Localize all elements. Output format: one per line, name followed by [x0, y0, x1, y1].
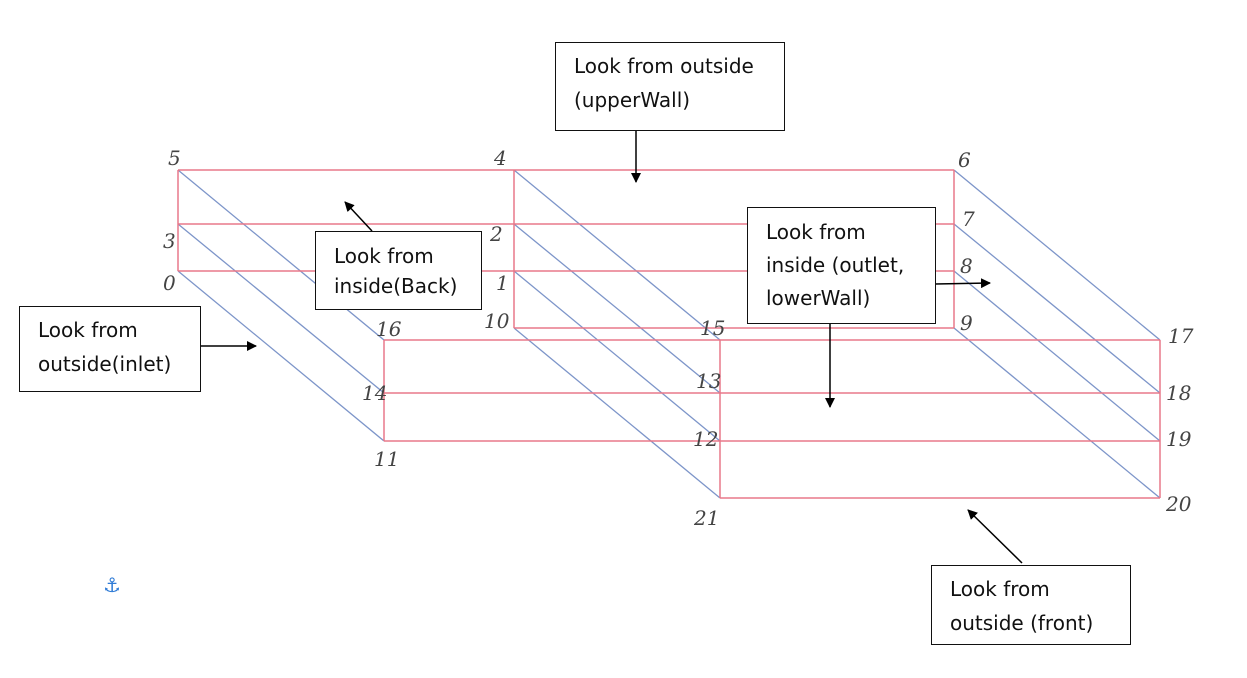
vertex-label-4: 4	[493, 146, 507, 170]
vertex-label-19: 19	[1166, 427, 1192, 451]
vertex-label-5: 5	[168, 146, 181, 170]
vertex-label-6: 6	[958, 148, 971, 172]
outlet-arrow	[934, 278, 991, 289]
vertex-label-15: 15	[700, 316, 725, 340]
anchor-icon[interactable]: ⚓	[103, 573, 121, 597]
callout-back: Look from inside(Back)	[315, 231, 482, 310]
vertex-label-13: 13	[696, 369, 721, 393]
callout-inlet: Look from outside(inlet)	[19, 306, 201, 392]
vertex-label-21: 21	[693, 506, 719, 530]
vertex-label-3: 3	[163, 229, 176, 253]
vertex-label-2: 2	[489, 222, 503, 246]
vertex-label-16: 16	[376, 317, 402, 341]
front-arrow	[967, 509, 1023, 564]
vertex-label-18: 18	[1166, 381, 1191, 405]
vertex-label-7: 7	[962, 207, 975, 231]
vertex-label-9: 9	[960, 311, 973, 335]
vertex-label-1: 1	[496, 271, 509, 295]
vertex-label-11: 11	[374, 447, 399, 471]
callout-arrows	[200, 130, 1023, 564]
callout-front: Look from outside (front)	[931, 565, 1131, 645]
vertex-label-12: 12	[693, 427, 718, 451]
vertex-label-17: 17	[1168, 324, 1194, 348]
vertex-label-8: 8	[960, 254, 973, 278]
vertex-label-20: 20	[1165, 492, 1192, 516]
callout-upper-wall: Look from outside (upperWall)	[555, 42, 785, 131]
depth-edges	[177, 169, 1161, 499]
back-arrow	[344, 201, 373, 232]
callout-outlet-lower-wall: Look from inside (outlet, lowerWall)	[747, 207, 936, 324]
vertex-label-14: 14	[362, 381, 387, 405]
vertex-label-10: 10	[484, 309, 510, 333]
vertex-label-0: 0	[163, 271, 176, 295]
vertex-labels: 0 1 2 3 4 5 6 7 8 9 10 11 12 13 14 15 16…	[163, 146, 1194, 530]
